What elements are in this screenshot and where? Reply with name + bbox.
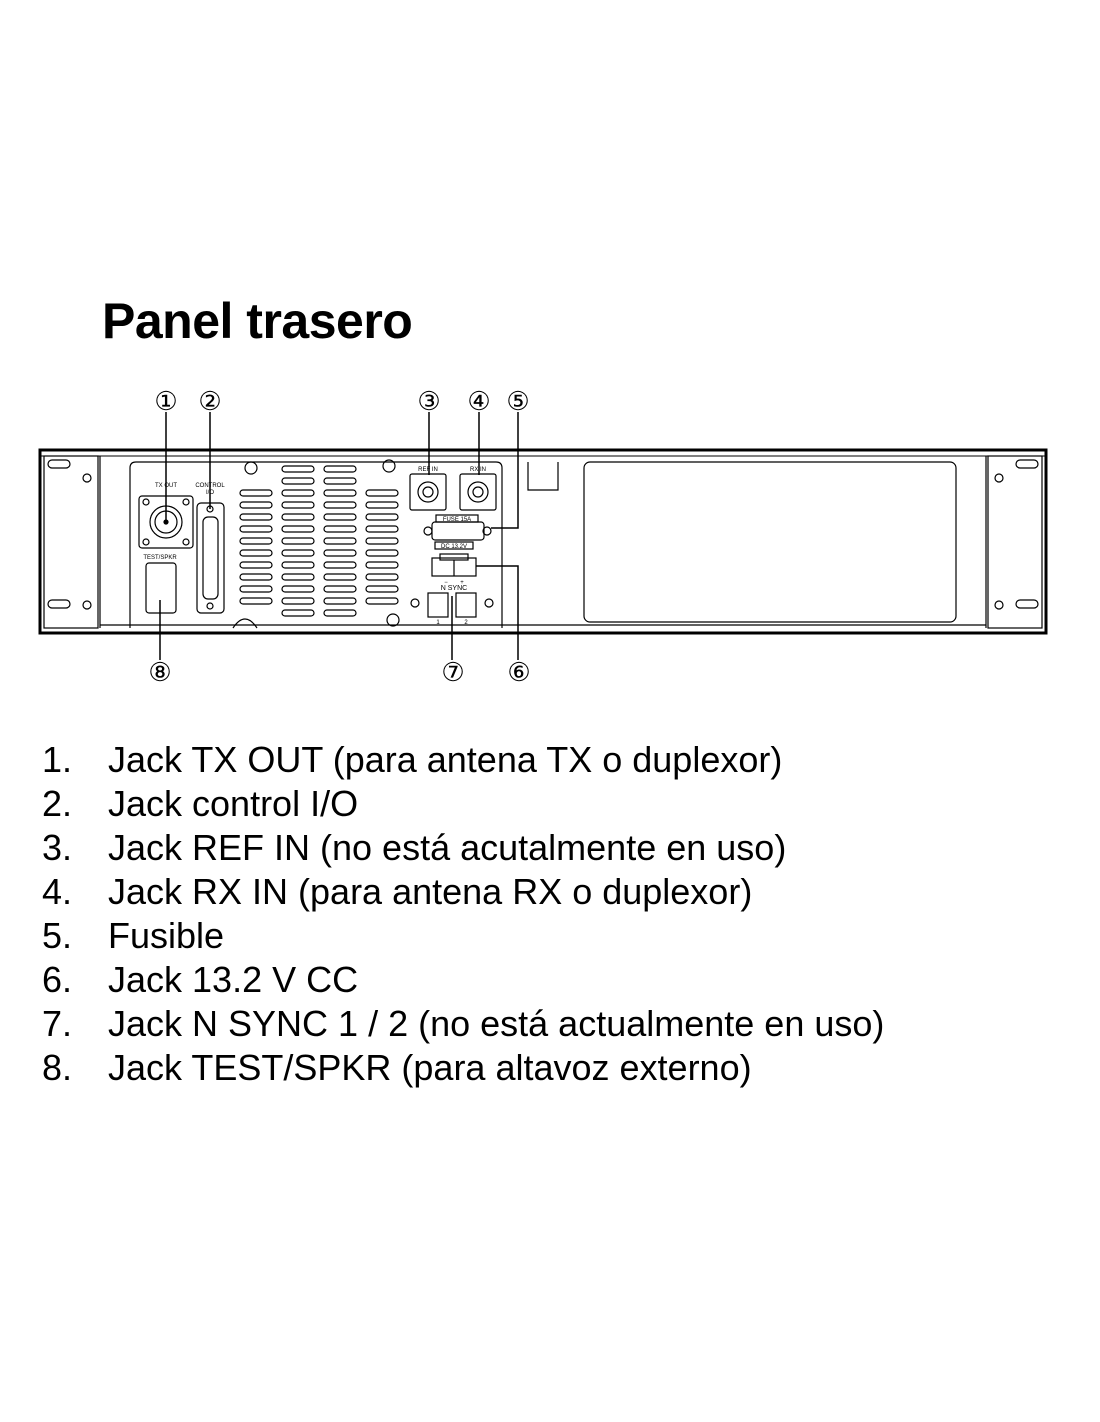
grille-slot: [323, 465, 357, 473]
grille-slot: [323, 597, 357, 605]
grille-slot: [239, 597, 273, 605]
grille-slot: [323, 561, 357, 569]
callout-4: ④: [467, 386, 490, 416]
legend-item: 6.Jack 13.2 V CC: [42, 959, 359, 1000]
grille-slot: [239, 585, 273, 593]
grille-slot: [239, 573, 273, 581]
label-test-spkr: TEST/SPKR: [143, 555, 177, 561]
callout-6: ⑥: [507, 657, 530, 687]
page-title: Panel trasero: [102, 293, 413, 349]
rack-ear-right: [987, 455, 1043, 629]
grille-slot: [239, 501, 273, 509]
chassis-outline: [38, 448, 1048, 635]
label-fuse: FUSE 15A: [443, 517, 471, 523]
callout-3: ③: [417, 386, 440, 416]
grille-slot: [323, 525, 357, 533]
grille-slot: [323, 501, 357, 509]
ref-in-jack: [409, 473, 447, 511]
grille-slot: [281, 561, 315, 569]
label-rx-in: RX IN: [470, 467, 486, 473]
grille-slot: [281, 513, 315, 521]
legend-item: 7.Jack N SYNC 1 / 2 (no está actualmente…: [42, 1003, 885, 1044]
fuse-holder: [431, 521, 485, 541]
grille-slot: [281, 489, 315, 497]
control-io-connector: [196, 502, 225, 614]
rack-ear-left: [43, 455, 99, 629]
grille-slot: [365, 573, 399, 581]
label-minus: −: [444, 580, 448, 586]
label-sync-1: 1: [436, 620, 440, 626]
legend-item: 2.Jack control I/O: [42, 783, 359, 824]
grille-slot: [323, 513, 357, 521]
grille-slot: [239, 537, 273, 545]
callout-5: ⑤: [506, 386, 529, 416]
grille-slot: [365, 501, 399, 509]
test-spkr-connector: [145, 562, 177, 614]
label-n-sync: N SYNC: [441, 585, 467, 592]
grille-slot: [365, 585, 399, 593]
grille-slot: [281, 477, 315, 485]
grille-slot: [365, 549, 399, 557]
label-plus: +: [460, 580, 464, 586]
grille-slot: [323, 585, 357, 593]
callout-8: ⑧: [148, 657, 171, 687]
grille-slot: [365, 561, 399, 569]
grille-slot: [281, 549, 315, 557]
grille-slot: [323, 537, 357, 545]
grille-slot: [239, 489, 273, 497]
callout-2: ②: [198, 386, 221, 416]
grille-slot: [281, 609, 315, 617]
grille-slot: [365, 537, 399, 545]
grille-slot: [323, 489, 357, 497]
grille-slot: [323, 477, 357, 485]
label-ref-in: REF IN: [418, 467, 438, 473]
grille-slot: [239, 513, 273, 521]
legend-item: 3.Jack REF IN (no está acutalmente en us…: [42, 827, 787, 868]
legend-item: 1.Jack TX OUT (para antena TX o duplexor…: [42, 739, 783, 780]
legend-item: 8.Jack TEST/SPKR (para altavoz externo): [42, 1047, 752, 1088]
connector-legend: 1.Jack TX OUT (para antena TX o duplexor…: [42, 738, 884, 1090]
rear-panel-diagram: TX OUT CONTROL I/O TEST/SPKR REF IN RX I…: [38, 386, 1048, 687]
callout-1: ①: [154, 386, 177, 416]
n-sync-jack-1: [427, 592, 449, 618]
grille-slot: [323, 549, 357, 557]
grille-slot: [323, 609, 357, 617]
label-tx-out: TX OUT: [155, 483, 177, 489]
grille-slot: [281, 585, 315, 593]
grille-slot: [239, 561, 273, 569]
label-control-io: I/O: [206, 490, 214, 496]
rx-in-jack: [459, 473, 497, 511]
callout-7: ⑦: [441, 657, 464, 687]
grille-slot: [281, 465, 315, 473]
leader-lines: [159, 412, 519, 660]
grille-slot: [281, 525, 315, 533]
grille-slot: [281, 501, 315, 509]
legend-item: 4.Jack RX IN (para antena RX o duplexor): [42, 871, 753, 912]
grille-slot: [365, 513, 399, 521]
grille-slot: [281, 537, 315, 545]
grille-slot: [281, 573, 315, 581]
grille-slot: [365, 489, 399, 497]
grille-slot: [365, 597, 399, 605]
label-dc: DC 13.2V: [441, 544, 467, 550]
grille-slot: [281, 597, 315, 605]
grille-slot: [365, 525, 399, 533]
grille-slot: [239, 525, 273, 533]
grille-slot: [239, 549, 273, 557]
label-control: CONTROL: [195, 483, 225, 489]
label-sync-2: 2: [464, 620, 468, 626]
legend-item: 5.Fusible: [42, 915, 225, 956]
n-sync-jack-2: [455, 592, 477, 618]
grille-slot: [323, 573, 357, 581]
fan-grille: [239, 465, 399, 617]
